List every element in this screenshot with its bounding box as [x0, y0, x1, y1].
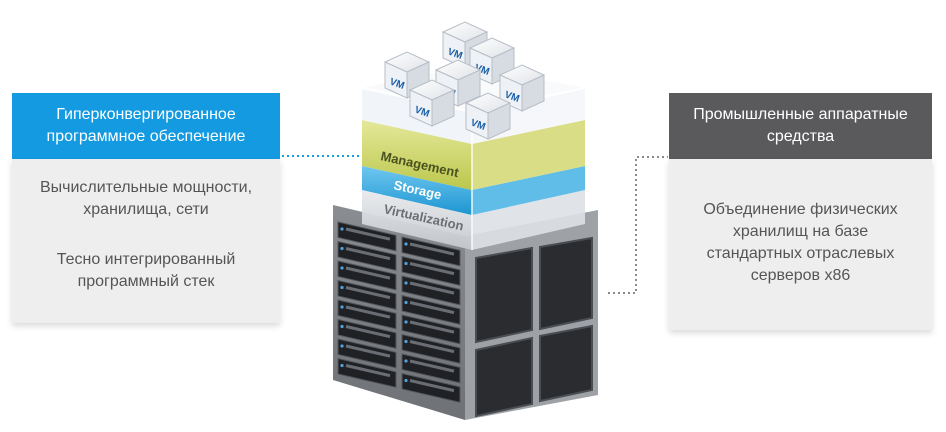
- server-slot-detail: [345, 227, 391, 241]
- server-led: [340, 344, 344, 348]
- server-led: [404, 359, 408, 363]
- server-led: [404, 261, 408, 266]
- server-slot-detail: [345, 325, 391, 339]
- server-led: [404, 281, 408, 285]
- server-led: [340, 305, 344, 309]
- vm-label: VM: [413, 104, 431, 119]
- server-led: [340, 227, 344, 231]
- server-led: [404, 339, 408, 344]
- right-panel-body: Объединение физических хранилищ на базе …: [669, 159, 932, 330]
- server-led: [340, 266, 344, 270]
- server-led: [340, 246, 344, 251]
- server-slot-detail: [345, 247, 391, 261]
- server-slot-detail: [345, 364, 391, 378]
- server-slot-detail: [409, 301, 455, 315]
- server-slot-detail: [409, 281, 455, 295]
- server-slot-detail: [345, 344, 391, 358]
- left-panel-item-stack: Тесно интегрированный программный стек: [56, 251, 236, 290]
- left-panel-body: Вычислительные мощности, хранилища, сети…: [12, 159, 280, 323]
- server-slot-detail: [409, 379, 455, 393]
- vm-label: VM: [446, 46, 464, 61]
- server-led: [340, 324, 344, 329]
- vm-label: VM: [503, 89, 521, 104]
- server-led: [340, 285, 344, 290]
- server-slot-detail: [345, 286, 391, 300]
- vm-cubes: VMVMVMVMVMVMVM: [383, 21, 546, 140]
- server-slot-detail: [345, 305, 391, 319]
- vm-cube: VM: [464, 92, 512, 140]
- right-connector: [608, 156, 668, 294]
- vm-cube: VM: [408, 79, 456, 127]
- server-led: [404, 300, 408, 305]
- server-slot-detail: [409, 242, 455, 256]
- server-slot-detail: [409, 340, 455, 354]
- layer-storage: [362, 166, 472, 215]
- server-led: [404, 378, 408, 383]
- right-panel-header: Промышленные аппаратные средства: [669, 93, 932, 159]
- server-led: [340, 363, 344, 368]
- vm-label: VM: [388, 76, 406, 91]
- server-led: [404, 320, 408, 324]
- server-slot-detail: [409, 262, 455, 276]
- layer-management: [362, 120, 472, 190]
- left-panel-header: Гиперконвергированное программное обеспе…: [12, 93, 280, 159]
- right-panel-description: Объединение физических хранилищ на базе …: [703, 201, 898, 284]
- left-panel-title: Гиперконвергированное программное обеспе…: [46, 106, 246, 145]
- server-slot-detail: [345, 266, 391, 280]
- server-rack: [333, 205, 598, 420]
- layer-virtualization: [362, 190, 472, 250]
- left-panel-item-compute: Вычислительные мощности, хранилища, сети: [39, 179, 253, 218]
- right-panel-title: Промышленные аппаратные средства: [693, 106, 908, 145]
- server-slot-detail: [409, 320, 455, 334]
- server-led: [404, 242, 408, 246]
- server-slot-detail: [409, 359, 455, 373]
- vm-label: VM: [469, 117, 487, 132]
